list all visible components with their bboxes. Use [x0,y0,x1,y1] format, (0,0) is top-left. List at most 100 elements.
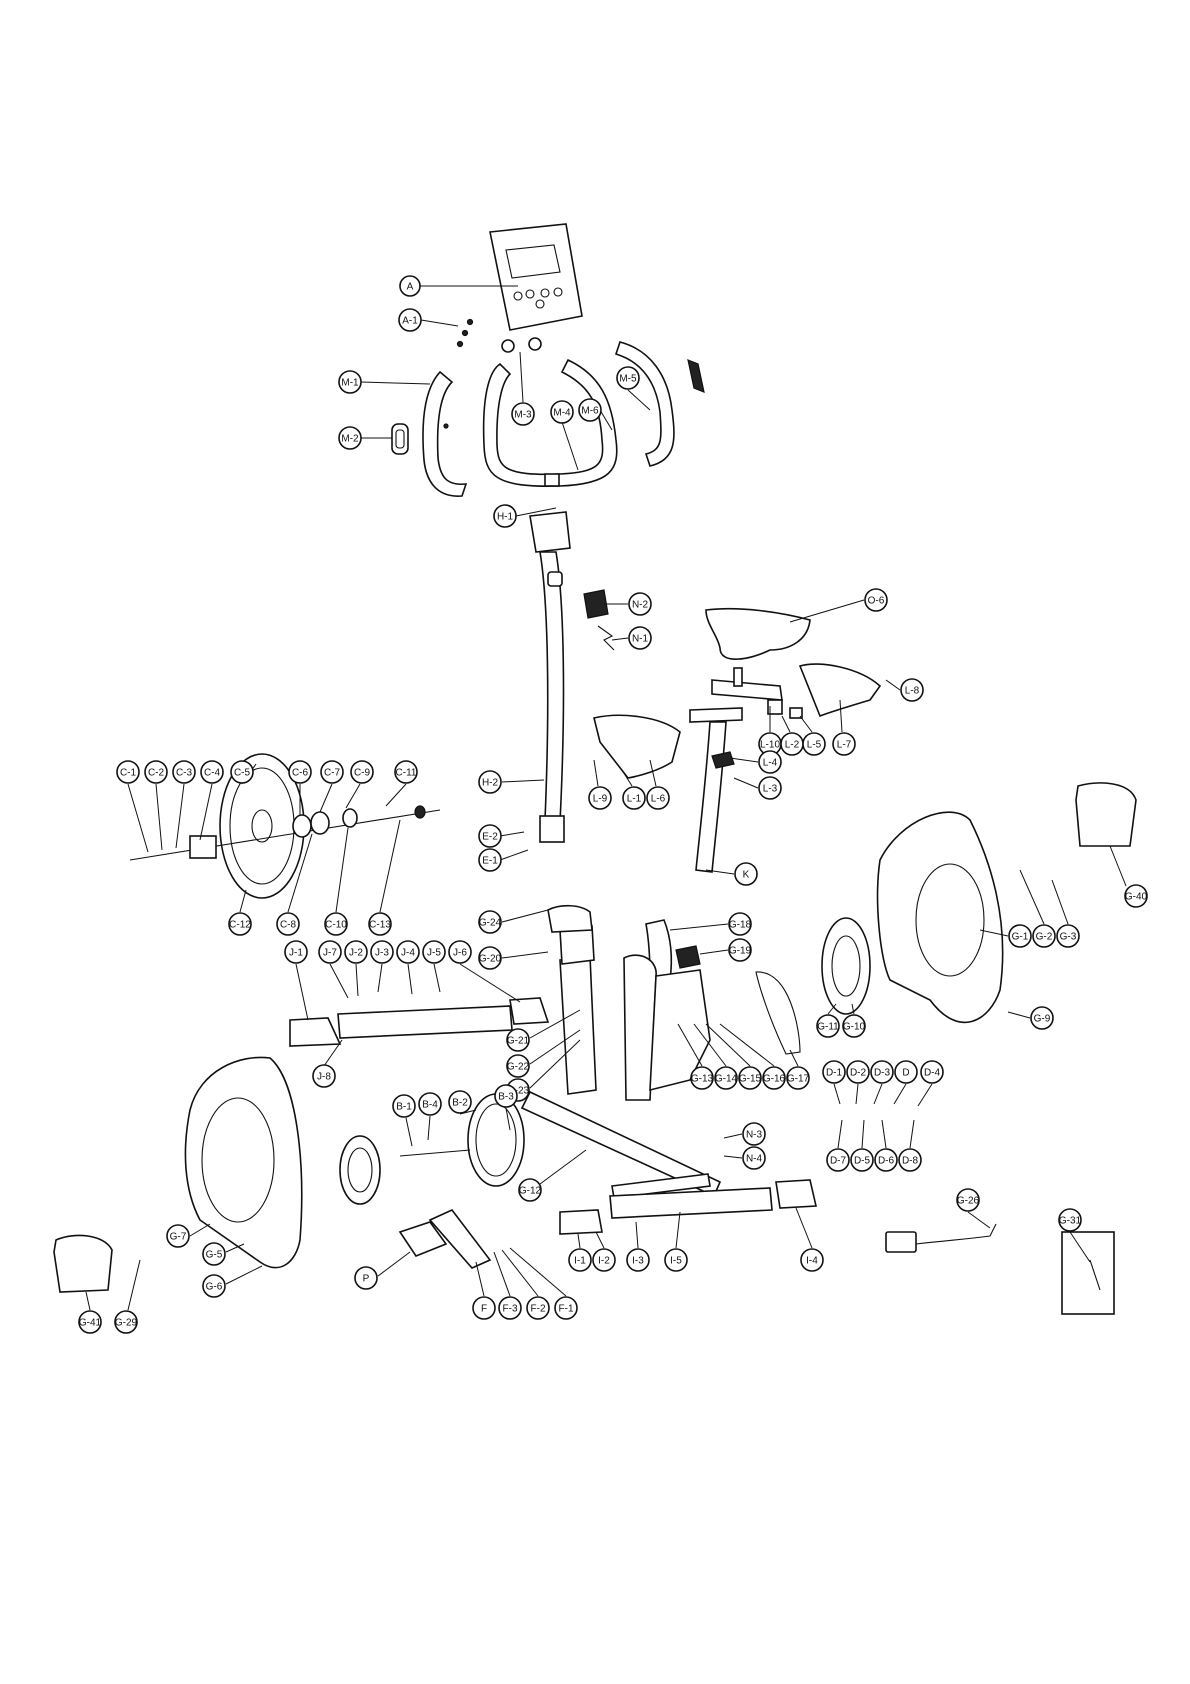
svg-text:C-11: C-11 [396,768,417,779]
svg-text:C-13: C-13 [369,920,391,931]
svg-text:J-1: J-1 [289,948,303,959]
label-J1: J-1 [284,940,309,1021]
label-G17: G-17 [786,1049,810,1090]
label-D: D [893,1060,918,1105]
svg-text:F-3: F-3 [503,1304,518,1315]
handlebar-screws [443,318,542,429]
part-labels: A A-1 M-1 M-2 M-3 M-4 M-5 M-6 H-1 N-2 N-… [78,275,1148,1334]
drive-belt [755,971,801,1055]
label-C3: C-3 [172,760,196,849]
label-C9: C-9 [345,760,374,809]
svg-text:D-7: D-7 [830,1156,847,1167]
svg-text:E-2: E-2 [482,832,498,843]
left-pedal [53,1234,113,1293]
svg-text:M-1: M-1 [341,378,359,389]
svg-text:G-6: G-6 [206,1282,223,1293]
label-G29: G-29 [114,1259,141,1334]
power-adapter [885,1223,997,1253]
svg-text:L-4: L-4 [763,758,778,769]
label-G11: G-11 [816,1003,840,1038]
seat-front-cover [593,714,681,779]
label-G7: G-7 [166,1223,211,1248]
label-J3: J-3 [370,940,394,993]
svg-text:C-9: C-9 [354,768,371,779]
svg-text:A-1: A-1 [402,316,418,327]
label-I2: I-2 [592,1231,616,1272]
label-J6: J-6 [448,940,521,1003]
svg-text:L-1: L-1 [627,794,642,805]
svg-text:D-5: D-5 [854,1156,871,1167]
svg-text:J-5: J-5 [427,948,441,959]
label-C6: C-6 [288,760,312,816]
label-A: A [399,275,518,297]
label-L8: L-8 [885,678,924,702]
label-N3: N-3 [723,1122,766,1146]
label-M1: M-1 [338,370,431,394]
svg-text:J-8: J-8 [317,1072,331,1083]
label-G1: G-1 [979,924,1032,948]
saddle [705,607,811,660]
svg-text:G-26: G-26 [957,1196,980,1207]
label-L1: L-1 [621,769,646,810]
svg-text:D-2: D-2 [850,1068,867,1079]
label-B4: B-4 [418,1092,442,1141]
label-G31: G-31 [1058,1208,1091,1263]
svg-text:J-4: J-4 [401,948,415,959]
svg-text:D-1: D-1 [826,1068,843,1079]
label-N4: N-4 [723,1146,766,1170]
label-M3: M-3 [511,351,535,426]
svg-text:G-2: G-2 [1036,932,1053,943]
svg-text:E-1: E-1 [482,856,498,867]
label-C1: C-1 [116,760,149,853]
label-E2: E-2 [478,824,525,848]
svg-text:G-13: G-13 [691,1074,714,1085]
label-C13: C-13 [368,819,401,936]
svg-text:C-1: C-1 [120,768,137,779]
label-F: F [472,1261,496,1320]
svg-text:D: D [902,1068,909,1079]
svg-text:G-41: G-41 [79,1318,102,1329]
svg-text:D-8: D-8 [902,1156,919,1167]
right-handlebar [614,341,675,467]
svg-text:B-3: B-3 [498,1092,514,1103]
label-G2: G-2 [1019,869,1056,948]
svg-text:F-1: F-1 [559,1304,574,1315]
label-M4: M-4 [550,400,579,471]
svg-text:I-4: I-4 [806,1256,818,1267]
magnet-wheel [339,1135,381,1205]
svg-text:G-24: G-24 [479,918,502,929]
label-C12: C-12 [228,889,252,936]
center-handlebar [482,358,618,487]
label-I1: I-1 [568,1233,592,1272]
svg-text:A: A [407,282,414,293]
svg-text:J-6: J-6 [453,948,467,959]
label-D2: D-2 [846,1060,870,1105]
svg-text:D-3: D-3 [874,1068,891,1079]
label-G26: G-26 [956,1188,991,1229]
label-C5: C-5 [230,760,257,785]
label-D6: D-6 [874,1119,898,1172]
svg-text:C-3: C-3 [176,768,193,779]
svg-text:G-1: G-1 [1012,932,1029,943]
label-L4: L-4 [729,750,782,774]
svg-text:N-4: N-4 [746,1154,763,1165]
label-L9: L-9 [588,759,612,810]
svg-text:D-6: D-6 [878,1156,895,1167]
label-L7: L-7 [832,699,856,756]
left-handlebar [422,370,468,497]
svg-text:G-16: G-16 [763,1074,786,1085]
label-B3: B-3 [494,1084,518,1131]
svg-text:G-15: G-15 [739,1074,762,1085]
label-I3: I-3 [626,1221,650,1272]
seat-rear-cover [798,663,882,718]
label-J7: J-7 [318,940,349,999]
label-G9: G-9 [1007,1006,1054,1030]
label-B1: B-1 [392,1094,416,1147]
svg-text:H-1: H-1 [497,512,514,523]
label-F3: F-3 [493,1251,522,1320]
svg-text:G-12: G-12 [519,1186,542,1197]
svg-text:G-31: G-31 [1059,1216,1082,1227]
flywheel-axle [129,805,441,861]
svg-text:L-8: L-8 [905,686,920,697]
label-J8: J-8 [312,1039,343,1088]
